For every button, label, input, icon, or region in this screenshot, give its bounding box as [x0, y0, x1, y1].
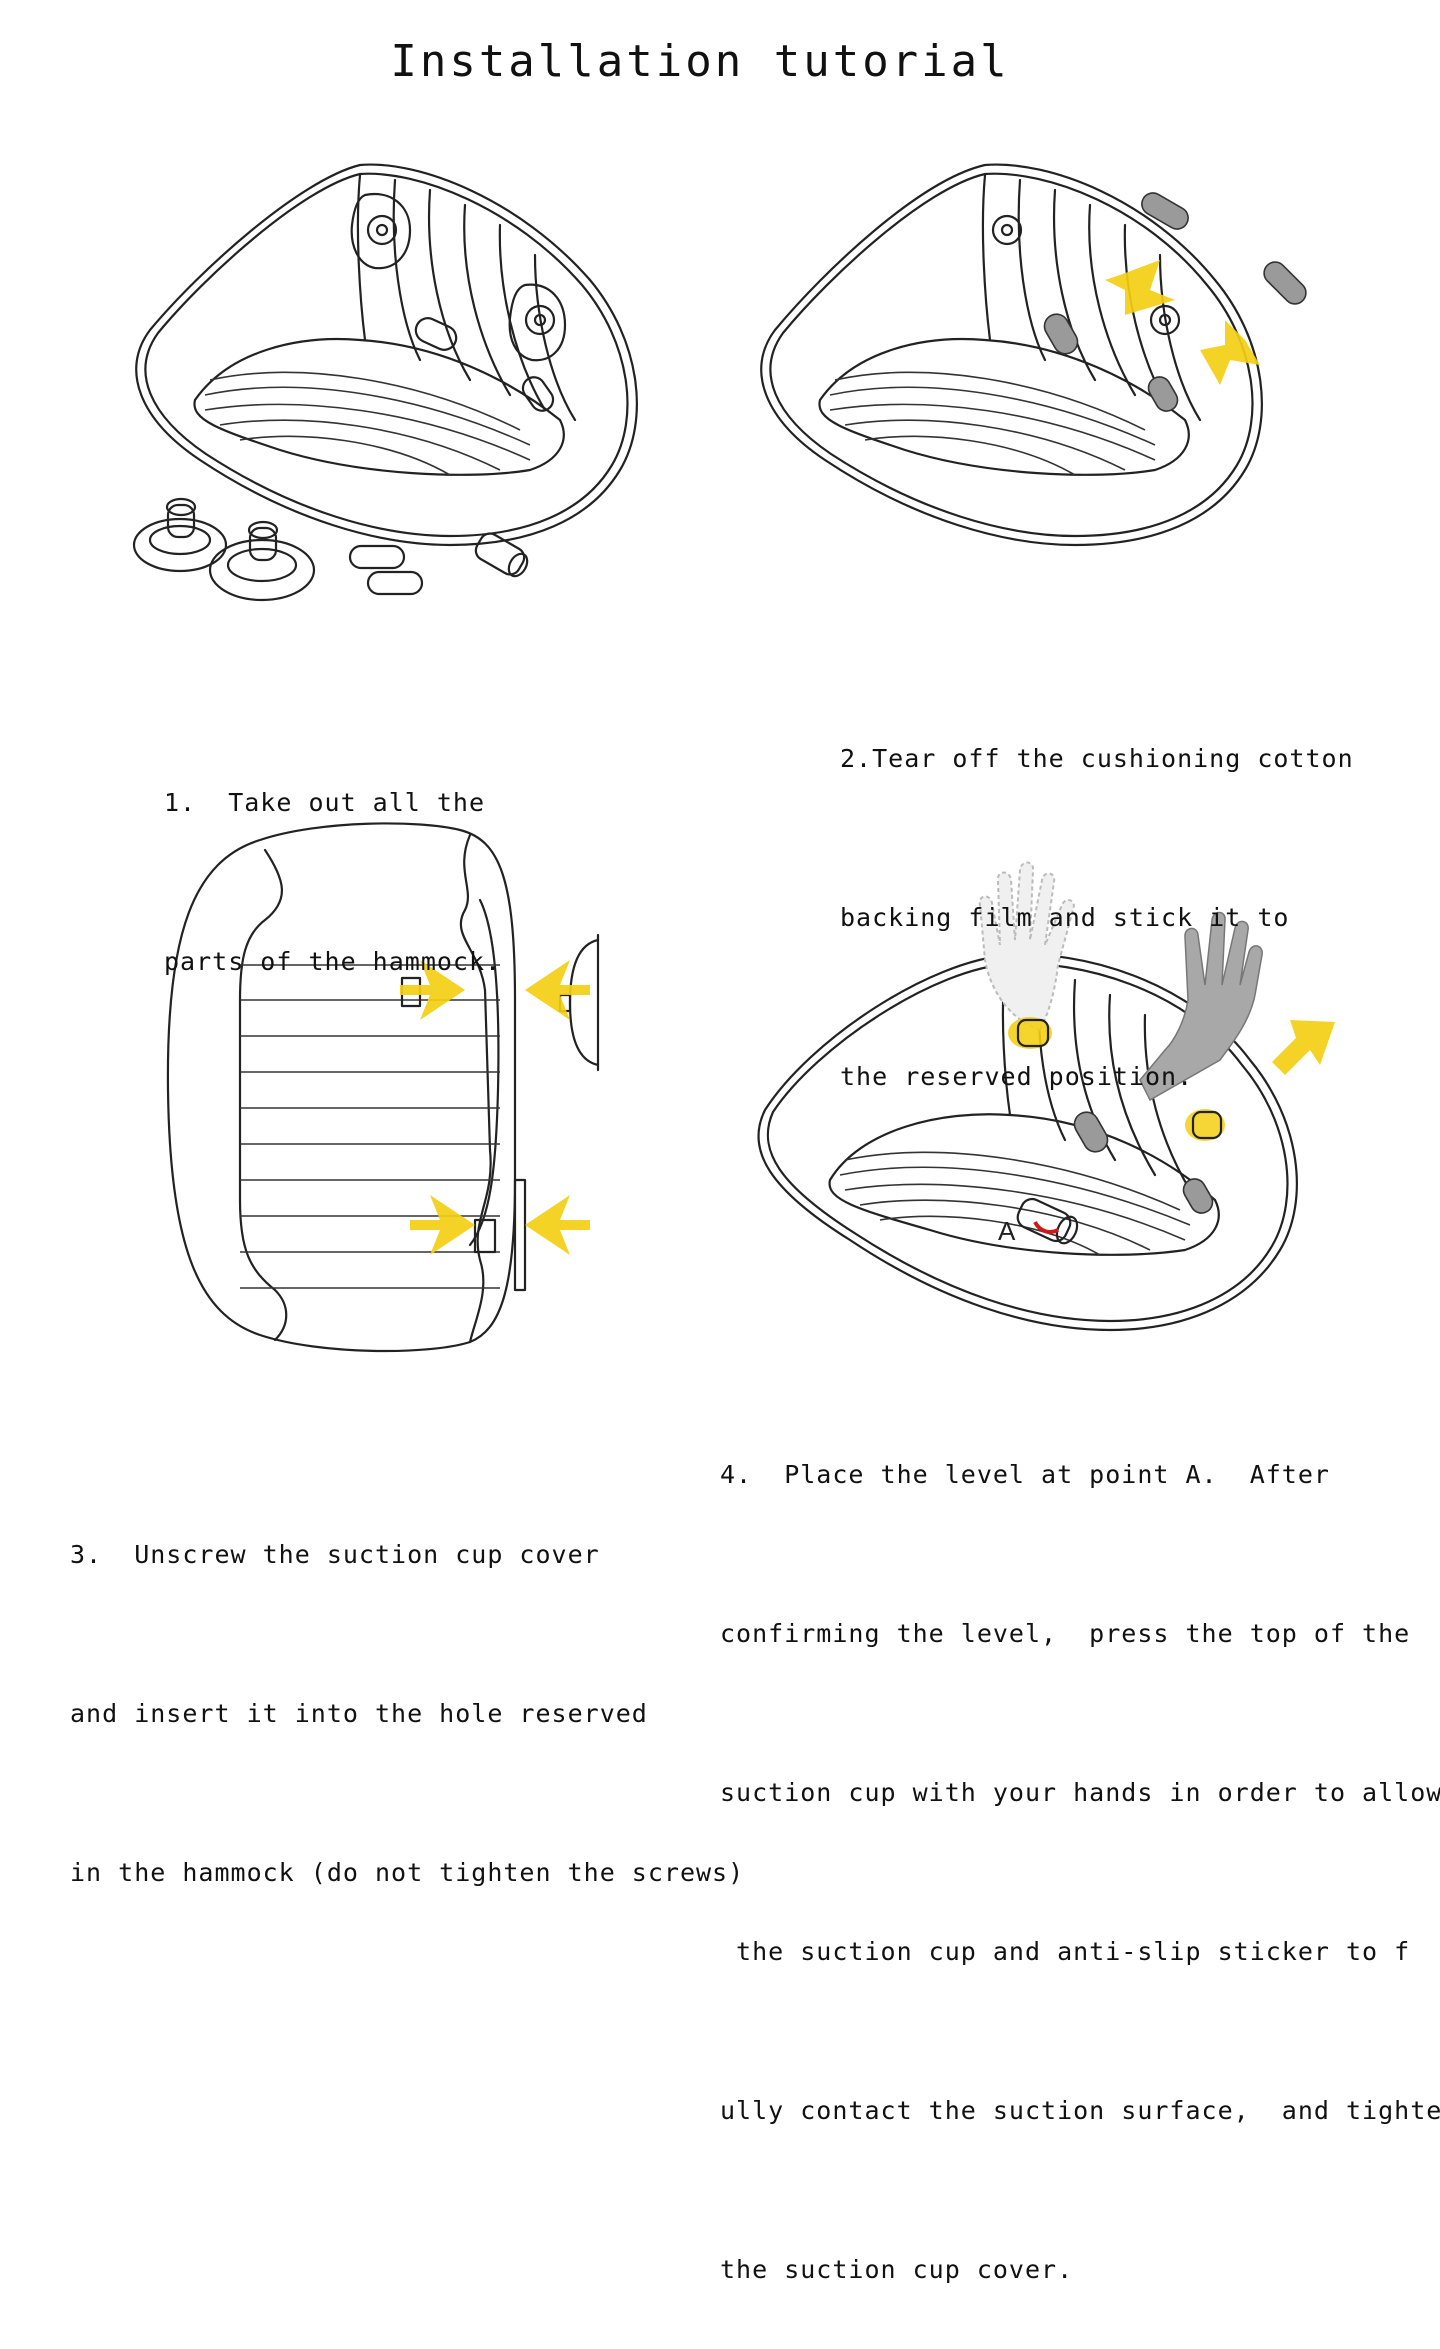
step-2-line: backing film and stick it to — [840, 891, 1354, 944]
step-4-line: suction cup with your hands in order to … — [720, 1766, 1440, 1819]
step-1-line: 1. Take out all the — [164, 776, 501, 829]
step-4-line: confirming the level, press the top of t… — [720, 1607, 1440, 1660]
step-4-line: the suction cup and anti-slip sticker to… — [720, 1925, 1440, 1978]
step-2-line: 2.Tear off the cushioning cotton — [840, 732, 1354, 785]
step-4-text: 4. Place the level at point A. After con… — [720, 1342, 1440, 2349]
step-3-text: 3. Unscrew the suction cup cover and ins… — [70, 1422, 744, 1952]
step-2-text: 2.Tear off the cushioning cotton backing… — [840, 626, 1354, 1156]
step-4-line: the suction cup cover. — [720, 2243, 1440, 2296]
step-2-line: the reserved position. — [840, 1050, 1354, 1103]
step-4-line: 4. Place the level at point A. After — [720, 1448, 1440, 1501]
step-3-line: in the hammock (do not tighten the screw… — [70, 1846, 744, 1899]
step-3-line: 3. Unscrew the suction cup cover — [70, 1528, 744, 1581]
step-3-line: and insert it into the hole reserved — [70, 1687, 744, 1740]
step-1-line: parts of the hammock. — [164, 935, 501, 988]
step-1-text: 1. Take out all the parts of the hammock… — [164, 670, 501, 1041]
point-a-label: A — [998, 1216, 1016, 1246]
step-4-line: ully contact the suction surface, and ti… — [720, 2084, 1440, 2137]
